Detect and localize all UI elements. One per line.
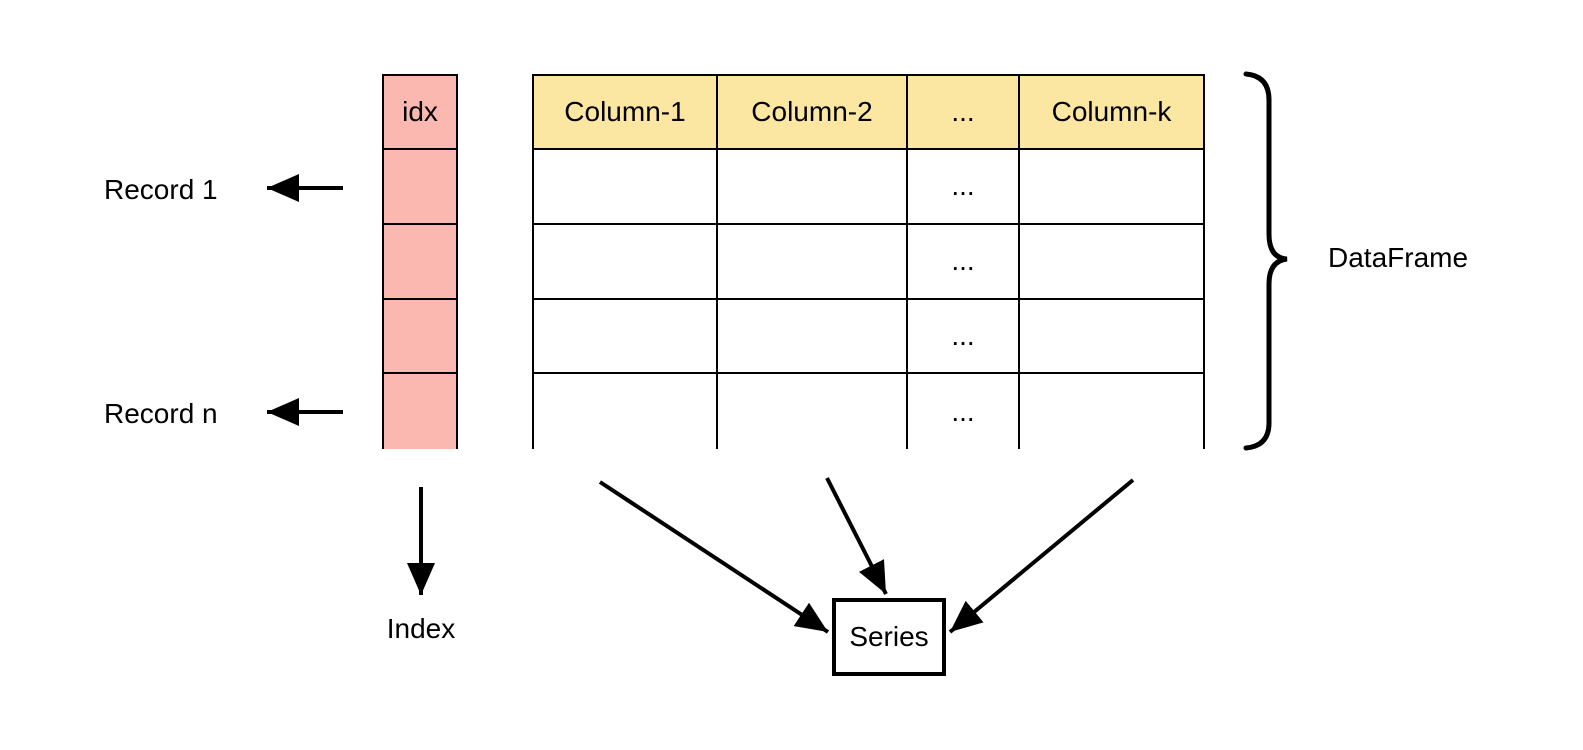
column-k-to-series-arrow [948, 478, 1135, 634]
table-cell [1020, 150, 1203, 225]
index-label: Index [386, 613, 456, 644]
table-cell [718, 224, 908, 300]
index-column: idx [382, 74, 458, 449]
table-cell [718, 150, 908, 225]
record-1-label: Record 1 [104, 174, 218, 205]
table-cell [534, 224, 718, 300]
index-cell [384, 150, 456, 225]
table-cell [534, 150, 718, 225]
table-cell [718, 299, 908, 375]
index-header-cell: idx [384, 76, 456, 150]
dataframe-brace [1243, 71, 1288, 451]
table-cell [1020, 374, 1203, 449]
column-header: Column-2 [718, 76, 908, 150]
index-cell [384, 224, 456, 300]
record-n-label: Record n [104, 398, 218, 429]
index-cell [384, 299, 456, 375]
index-cell [384, 374, 456, 449]
column-header-ellipsis: ... [908, 76, 1020, 150]
table-cell-ellipsis: ... [908, 374, 1020, 449]
table-cell-ellipsis: ... [908, 150, 1020, 225]
table-cell [1020, 299, 1203, 375]
table-cell [534, 299, 718, 375]
dataframe-table: Column-1 Column-2 ... Column-k ... ... .… [532, 74, 1205, 449]
table-cell [718, 374, 908, 449]
series-box: Series [832, 598, 946, 676]
table-cell-ellipsis: ... [908, 224, 1020, 300]
table-cell [534, 374, 718, 449]
table-cell-ellipsis: ... [908, 299, 1020, 375]
series-label: Series [849, 621, 929, 652]
table-cell [1020, 224, 1203, 300]
column-1-to-series-arrow [598, 480, 830, 634]
dataframe-label: DataFrame [1328, 242, 1469, 273]
column-header: Column-k [1020, 76, 1203, 150]
column-2-to-series-arrow [825, 477, 888, 595]
column-header: Column-1 [534, 76, 718, 150]
